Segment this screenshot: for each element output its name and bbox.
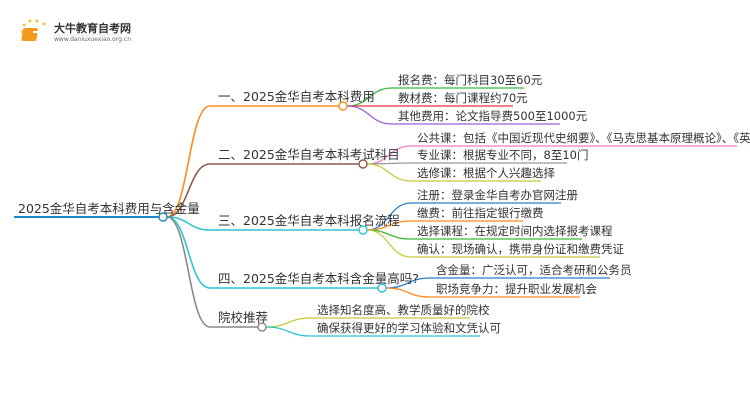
branch-collapse-toggle[interactable] — [257, 322, 267, 332]
leaf-connector — [366, 163, 541, 182]
leaf-label: 选择课程：在规定时间内选择报考课程 — [417, 224, 613, 238]
leaf-label: 公共课：包括《中国近现代史纲要》、《马克思基本原理概论》、《英语二》 — [417, 131, 750, 145]
branch-collapse-toggle[interactable] — [358, 225, 368, 235]
branch-label: 一、2025金华自考本科费用 — [218, 89, 375, 104]
logo-url: www.daniuxuexiao.org.cn — [54, 36, 131, 43]
branch-collapse-toggle[interactable] — [377, 283, 387, 293]
branch-connector — [166, 216, 359, 231]
leaf-label: 缴费：前往指定银行缴费 — [417, 206, 544, 220]
leaf-label: 确认：现场确认，携带身份证和缴费凭证 — [417, 242, 624, 256]
leaf-label: 其他费用：论文指导费500至1000元 — [398, 109, 588, 123]
leaf-connector — [346, 105, 560, 125]
branch-connector — [166, 163, 359, 218]
leaf-label: 职场竞争力：提升职业发展机会 — [436, 282, 597, 296]
leaf-connector — [265, 317, 470, 328]
leaf-connector — [366, 220, 523, 231]
leaf-label: 教材费：每门课程约70元 — [398, 91, 528, 105]
leaf-label: 确保获得更好的学习体验和文凭认可 — [317, 321, 501, 335]
root-collapse-toggle[interactable] — [158, 212, 168, 222]
root-node-label: 2025金华自考本科费用与含金量 — [18, 201, 200, 216]
book-logo-icon — [20, 19, 46, 41]
branch-connector — [166, 105, 339, 218]
logo: 大牛教育自考网 www.daniuxuexiao.org.cn — [20, 19, 131, 43]
leaf-label: 注册：登录金华自考办官网注册 — [417, 188, 578, 202]
leaf-label: 选择知名度高、教学质量好的院校 — [317, 303, 490, 317]
logo-title: 大牛教育自考网 — [54, 21, 131, 35]
leaf-connector — [385, 277, 610, 289]
leaf-connector — [265, 326, 480, 337]
leaf-label: 专业课：根据专业不同，8至10门 — [417, 148, 588, 162]
leaf-label: 含金量：广泛认可，适合考研和公务员 — [436, 263, 632, 277]
branch-label: 院校推荐 — [218, 310, 268, 325]
branch-label: 四、2025金华自考本科含金量高吗? — [218, 271, 419, 286]
leaf-connector — [366, 229, 600, 258]
branch-connector — [166, 216, 258, 328]
branch-collapse-toggle[interactable] — [358, 159, 368, 169]
leaf-connector — [366, 162, 567, 165]
branch-label: 二、2025金华自考本科考试科目 — [218, 147, 400, 162]
leaf-label: 选修课：根据个人兴趣选择 — [417, 166, 555, 180]
branch-collapse-toggle[interactable] — [338, 101, 348, 111]
leaf-connector — [385, 287, 580, 298]
branch-label: 三、2025金华自考本科报名流程 — [218, 213, 400, 228]
leaf-label: 报名费：每门科目30至60元 — [398, 73, 543, 87]
